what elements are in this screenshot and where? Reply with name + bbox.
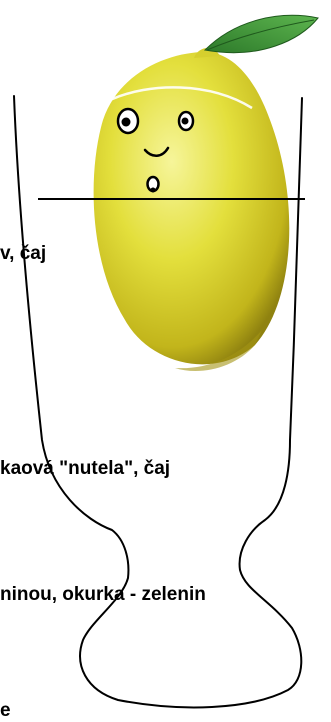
lemon-illustration [93,47,290,372]
face [116,107,195,193]
menu-line-4: e [0,700,11,721]
leaf-icon [203,14,319,54]
menu-line-3: ninou, okurka - zelenin [0,584,206,605]
menu-line-2: kaová "nutela", čaj [0,458,171,479]
cup-outline [13,95,303,709]
